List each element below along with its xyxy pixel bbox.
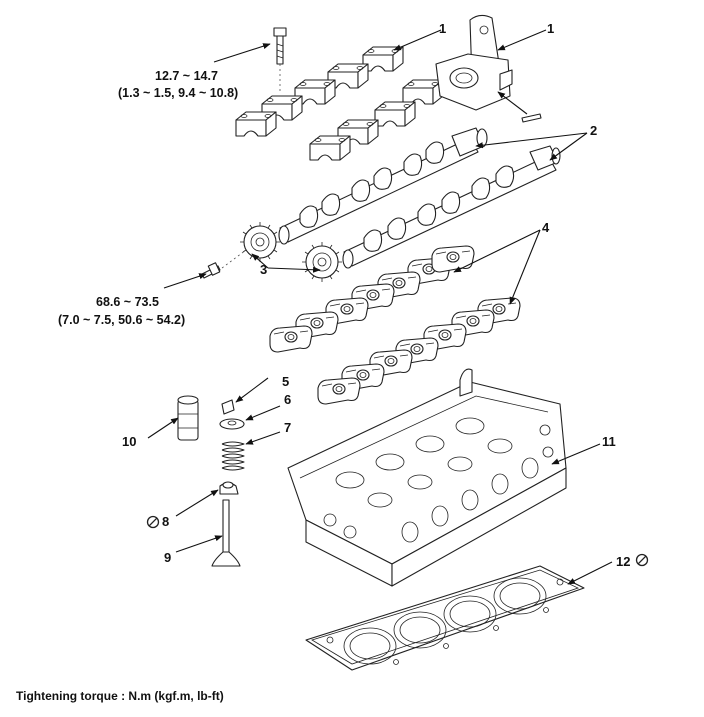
- torque-cap-line1: 12.7 ~ 14.7: [155, 69, 218, 83]
- callout-labels: 1 1 2 3 4 5 6 7 10 8 9 11 12: [122, 21, 630, 569]
- valve-spring: [221, 441, 245, 471]
- callout-7: 7: [284, 420, 291, 435]
- callout-10: 10: [122, 434, 136, 449]
- callout-6: 6: [284, 392, 291, 407]
- valve-stem-seal: [219, 481, 239, 495]
- callout-5: 5: [282, 374, 289, 389]
- front-bearing-cap-bracket: [435, 14, 513, 111]
- torque-sprocket-line1: 68.6 ~ 73.5: [96, 295, 159, 309]
- torque-sprocket-line2: (7.0 ~ 7.5, 50.6 ~ 54.2): [58, 313, 185, 327]
- callout-3: 3: [260, 262, 267, 277]
- dowel-pin: [521, 113, 542, 123]
- cylinder-head-gasket: [305, 565, 585, 671]
- camshaft-sprockets: [221, 221, 343, 283]
- callout-9: 9: [164, 550, 171, 565]
- do-not-reuse-icon: [635, 553, 649, 567]
- callout-1a: 1: [439, 21, 446, 36]
- leader-lines: [147, 29, 613, 585]
- valve: [211, 499, 241, 567]
- torque-spec-bearing-cap-bolt: 12.7 ~ 14.7 (1.3 ~ 1.5, 9.4 ~ 10.8): [118, 69, 238, 100]
- torque-spec-sprocket-bolt: 68.6 ~ 73.5 (7.0 ~ 7.5, 50.6 ~ 54.2): [58, 295, 185, 327]
- torque-cap-line2: (1.3 ~ 1.5, 9.4 ~ 10.8): [118, 86, 238, 100]
- camshaft-bearing-caps: [235, 46, 444, 161]
- bearing-cap-bolt: [273, 27, 287, 92]
- retainer-lock: [221, 399, 235, 415]
- hydraulic-lash-adjuster: [177, 395, 199, 441]
- cylinder-head: [287, 368, 567, 587]
- callout-11: 11: [602, 434, 616, 449]
- sprocket-bolt: [201, 262, 221, 279]
- callout-8: 8: [162, 514, 169, 529]
- camshafts: [278, 127, 561, 269]
- do-not-reuse-icon: [146, 515, 160, 529]
- torque-units-caption: Tightening torque : N.m (kgf.m, lb-ft): [16, 689, 224, 703]
- spring-retainer: [219, 418, 245, 430]
- callout-1b: 1: [547, 21, 554, 36]
- callout-4: 4: [542, 220, 550, 235]
- callout-2: 2: [590, 123, 597, 138]
- callout-12: 12: [616, 554, 630, 569]
